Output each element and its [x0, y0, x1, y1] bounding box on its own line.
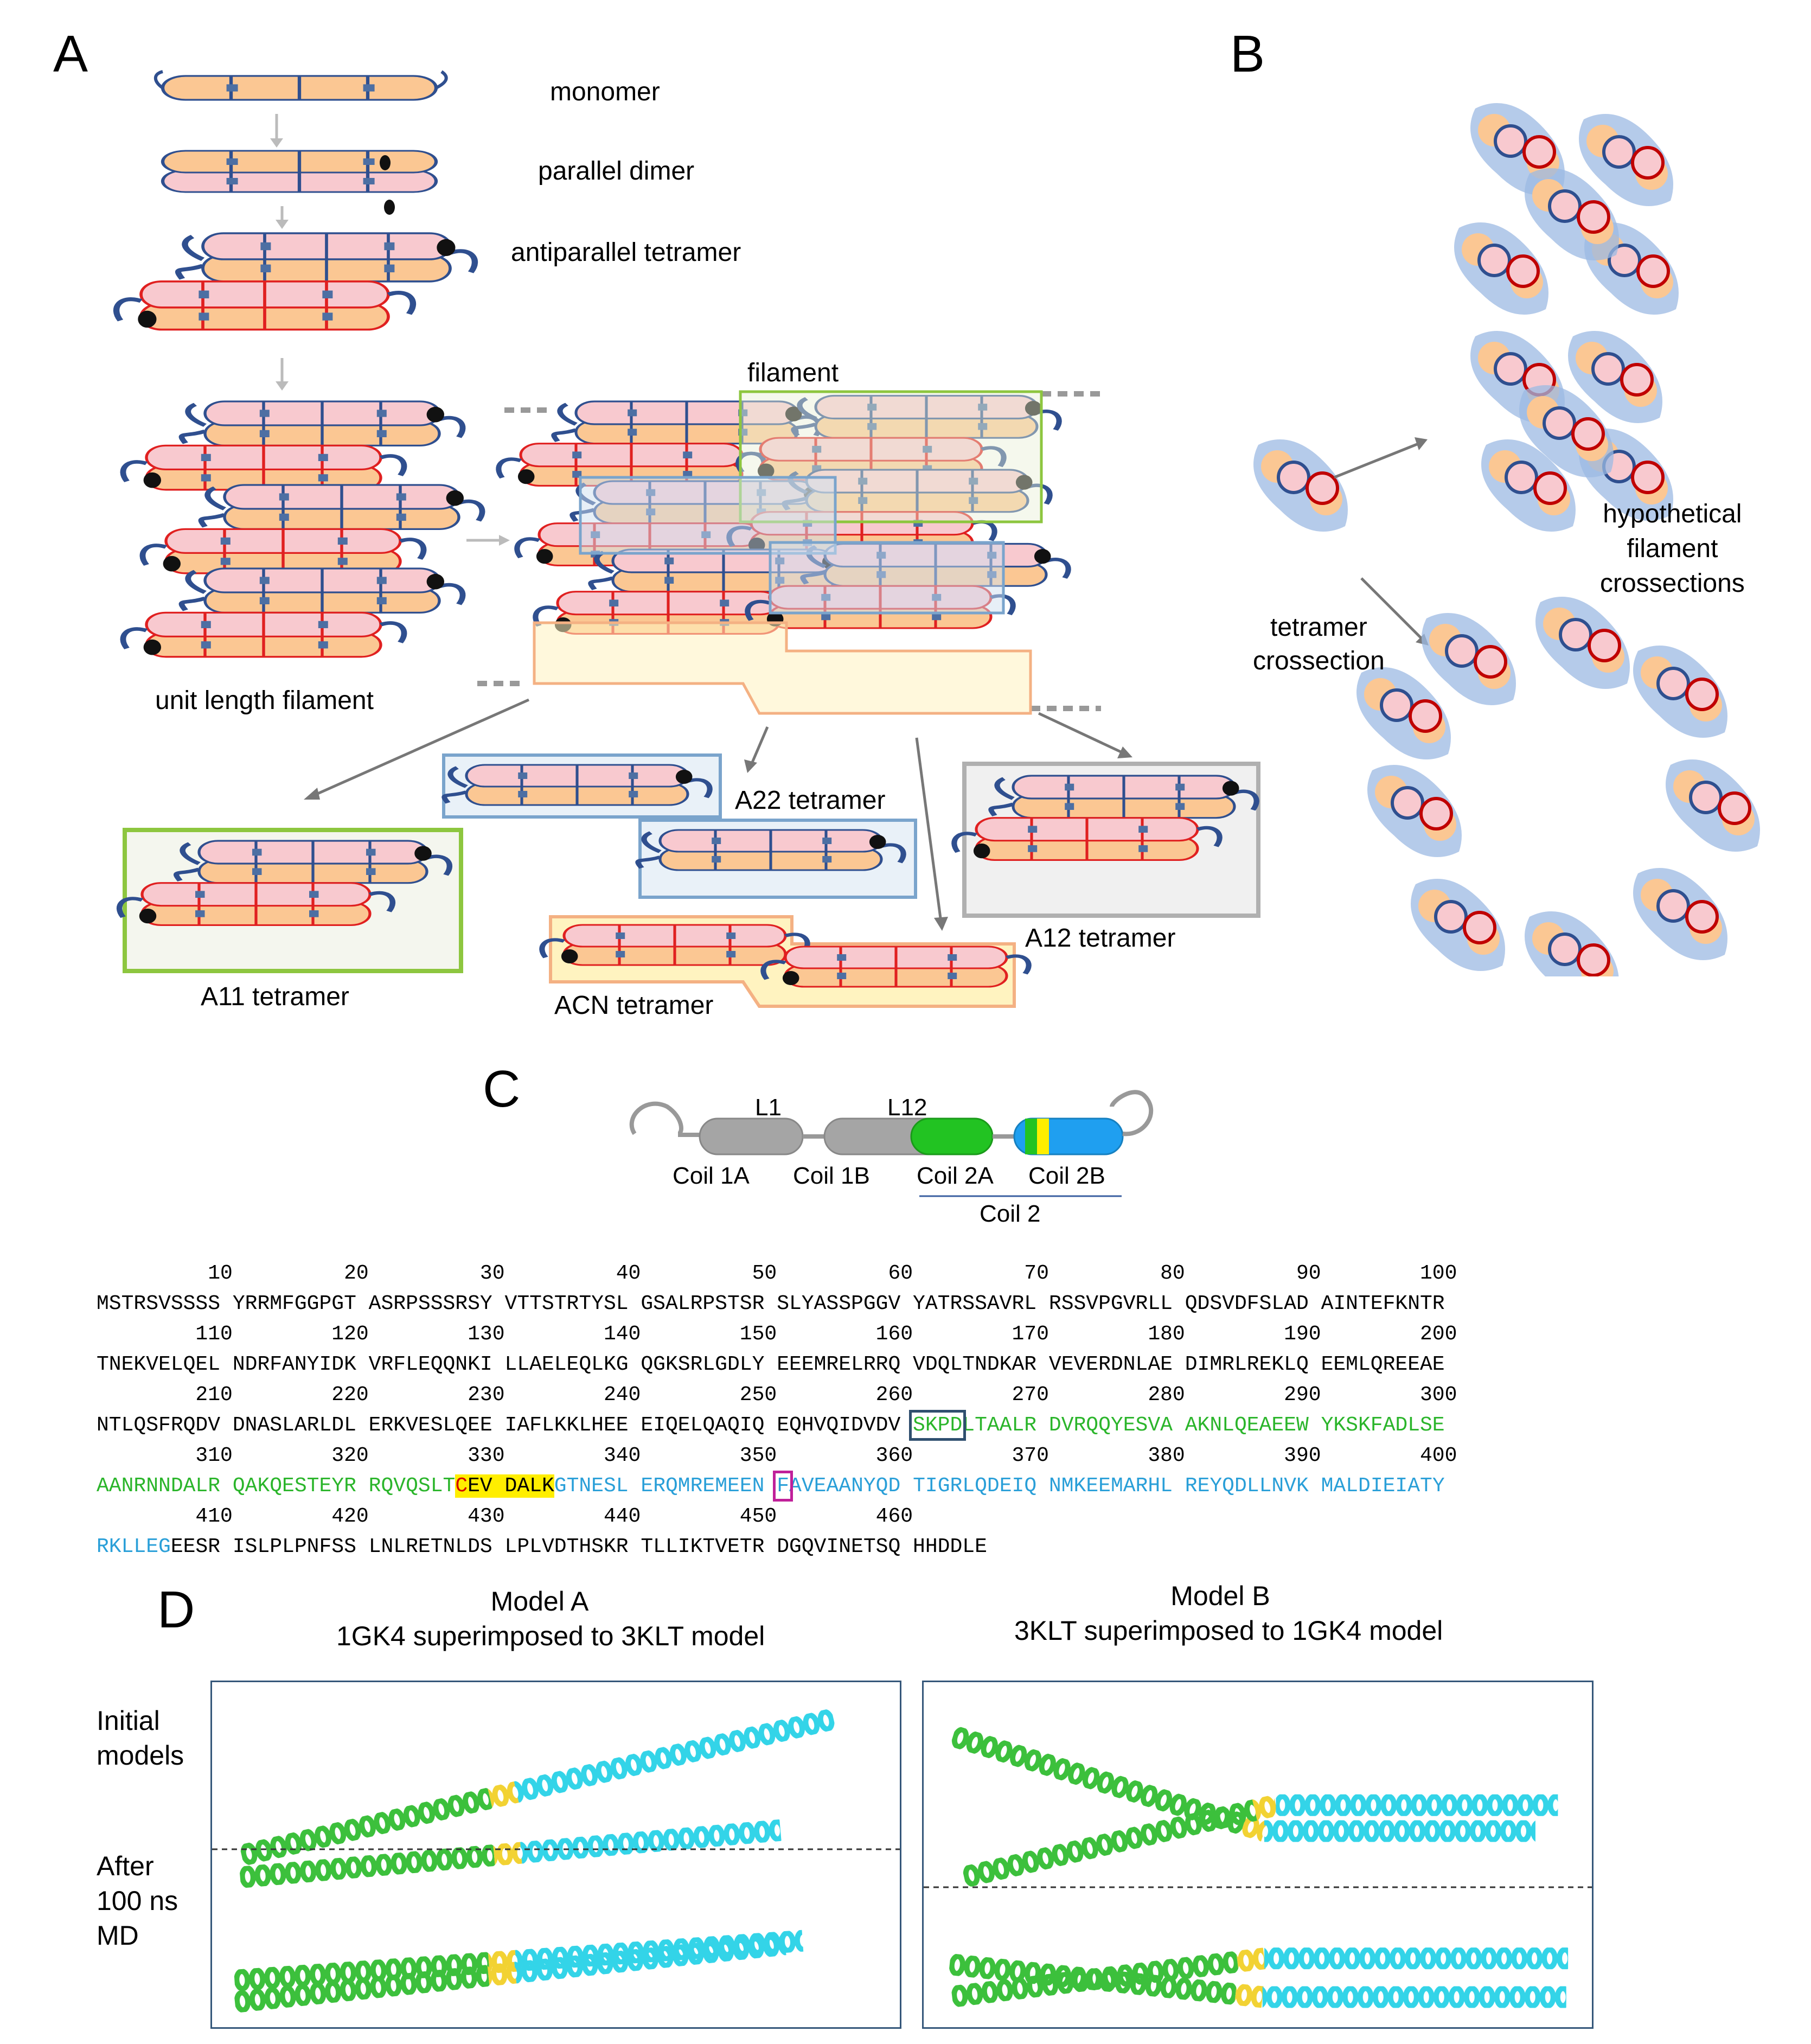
sequence-position-row: 110 120 130 140 150 160 170 180 190 200	[97, 1323, 1457, 1346]
sequence-position-row: 210 220 230 240 250 260 270 280 290 300	[97, 1383, 1457, 1407]
sequence-row: RKLLEGEESR ISLPLPNFSS LNLRETNLDS LPLVDTH…	[97, 1532, 1457, 1562]
model-b-title: Model B 3KLT superimposed to 1GK4 model	[1014, 1579, 1443, 1648]
panel-a-diagram	[0, 70, 1260, 1008]
sequence-row: AANRNNDALR QAKQESTEYR RQVQSLTCEV DALKGTN…	[97, 1471, 1457, 1502]
model-a-title-line2: 1GK4 superimposed to 3KLT model	[336, 1621, 765, 1651]
sequence-row: TNEKVELQEL NDRFANYIDK VRFLEQQNKI LLAELEQ…	[97, 1350, 1457, 1380]
sequence-segment: RKLLEG	[97, 1535, 171, 1558]
label-antiparallel-tetramer: antiparallel tetramer	[511, 238, 741, 267]
sequence-row: MSTRSVSSSS YRRMFGGPGT ASRPSSSRSY VTTSTRT…	[97, 1289, 1457, 1319]
panel-b-diagram	[1215, 81, 1806, 976]
initial-models-line1: Initial	[97, 1706, 160, 1736]
tetramer-crossection-line1: tetramer	[1270, 613, 1367, 642]
label-l1: L1	[755, 1094, 782, 1121]
sequence-segment: MSTRSVSSSS YRRMFGGPGT ASRPSSSRSY VTTSTRT…	[97, 1292, 1445, 1315]
after-md-line3: MD	[97, 1920, 139, 1951]
model-a-frame	[210, 1681, 901, 2029]
tetramer-crossection-line2: crossection	[1253, 647, 1385, 675]
label-a22-tetramer: A22 tetramer	[735, 786, 886, 815]
sequence-segment: C	[455, 1474, 468, 1498]
sequence-segment: SKPD	[909, 1410, 967, 1441]
label-tetramer-crossection: tetramer crossection	[1253, 611, 1385, 678]
after-md-line1: After	[97, 1851, 154, 1881]
sequence-segment: AVEAANYQD TIGRLQDEIQ NMKEEMARHL REYQDLLN…	[789, 1474, 1445, 1498]
label-coil-2a: Coil 2A	[917, 1162, 994, 1189]
hypothetical-line2: filament	[1627, 534, 1718, 563]
label-parallel-dimer: parallel dimer	[538, 157, 695, 186]
sequence-segment: F	[773, 1471, 793, 1502]
model-a-structures	[212, 1708, 900, 2013]
label-acn-tetramer: ACN tetramer	[554, 991, 714, 1020]
initial-models-line2: models	[97, 1740, 184, 1771]
label-hypothetical-crossections: hypothetical filament crossections	[1600, 497, 1745, 601]
sequence-segment: AANRNNDALR QAKQESTEYR RQVQSLT	[97, 1474, 456, 1498]
label-coil-2b: Coil 2B	[1028, 1162, 1105, 1189]
panel-label-a: A	[53, 25, 88, 83]
model-a-title: Model A 1GK4 superimposed to 3KLT model	[336, 1584, 765, 1653]
panel-c-domain-schematic	[629, 1090, 1154, 1197]
label-coil-1a: Coil 1A	[673, 1162, 750, 1189]
hypothetical-line3: crossections	[1600, 569, 1745, 598]
label-a11-tetramer: A11 tetramer	[201, 982, 349, 1011]
sequence-segment: GTNESL ERQMREMEEN	[554, 1474, 777, 1498]
sequence-row: NTLQSFRQDV DNASLARLDL ERKVESLQEE IAFLKKL…	[97, 1410, 1457, 1441]
sequence-segment: EESR ISLPLPNFSS LNLRETNLDS LPLVDTHSKR TL…	[170, 1535, 987, 1558]
sequence-segment: EV DALK	[468, 1474, 554, 1498]
sequence-segment: TNEKVELQEL NDRFANYIDK VRFLEQQNKI LLAELEQ…	[97, 1353, 1445, 1376]
sequence-position-row: 10 20 30 40 50 60 70 80 90 100	[97, 1262, 1457, 1285]
label-initial-models: Initial models	[97, 1703, 184, 1773]
sequence-position-row: 310 320 330 340 350 360 370 380 390 400	[97, 1444, 1457, 1467]
model-b-frame	[922, 1681, 1594, 2029]
model-b-structures	[924, 1726, 1592, 2008]
model-b-title-line2: 3KLT superimposed to 1GK4 model	[1014, 1615, 1443, 1646]
model-a-title-line1: Model A	[490, 1586, 589, 1617]
label-monomer: monomer	[550, 78, 660, 106]
label-coil-2: Coil 2	[980, 1200, 1041, 1227]
model-b-title-line1: Model B	[1170, 1581, 1270, 1611]
panel-label-b: B	[1230, 25, 1265, 83]
panel-label-d: D	[157, 1581, 195, 1639]
sequence-segment: LTAALR DVRQQYESVA AKNLQEAEEW YKSKFADLSE	[962, 1414, 1445, 1437]
label-coil-1b: Coil 1B	[793, 1162, 870, 1189]
sequence-position-row: 410 420 430 440 450 460	[97, 1505, 913, 1528]
panel-label-c: C	[483, 1060, 521, 1118]
label-unit-length-filament: unit length filament	[155, 686, 374, 715]
label-filament: filament	[747, 359, 839, 387]
label-after-md: After 100 ns MD	[97, 1849, 178, 1953]
sequence-segment: NTLQSFRQDV DNASLARLDL ERKVESLQEE IAFLKKL…	[97, 1414, 913, 1437]
hypothetical-line1: hypothetical	[1603, 500, 1742, 528]
after-md-line2: 100 ns	[97, 1886, 178, 1916]
label-l12: L12	[887, 1094, 927, 1121]
label-a12-tetramer: A12 tetramer	[1025, 924, 1176, 953]
